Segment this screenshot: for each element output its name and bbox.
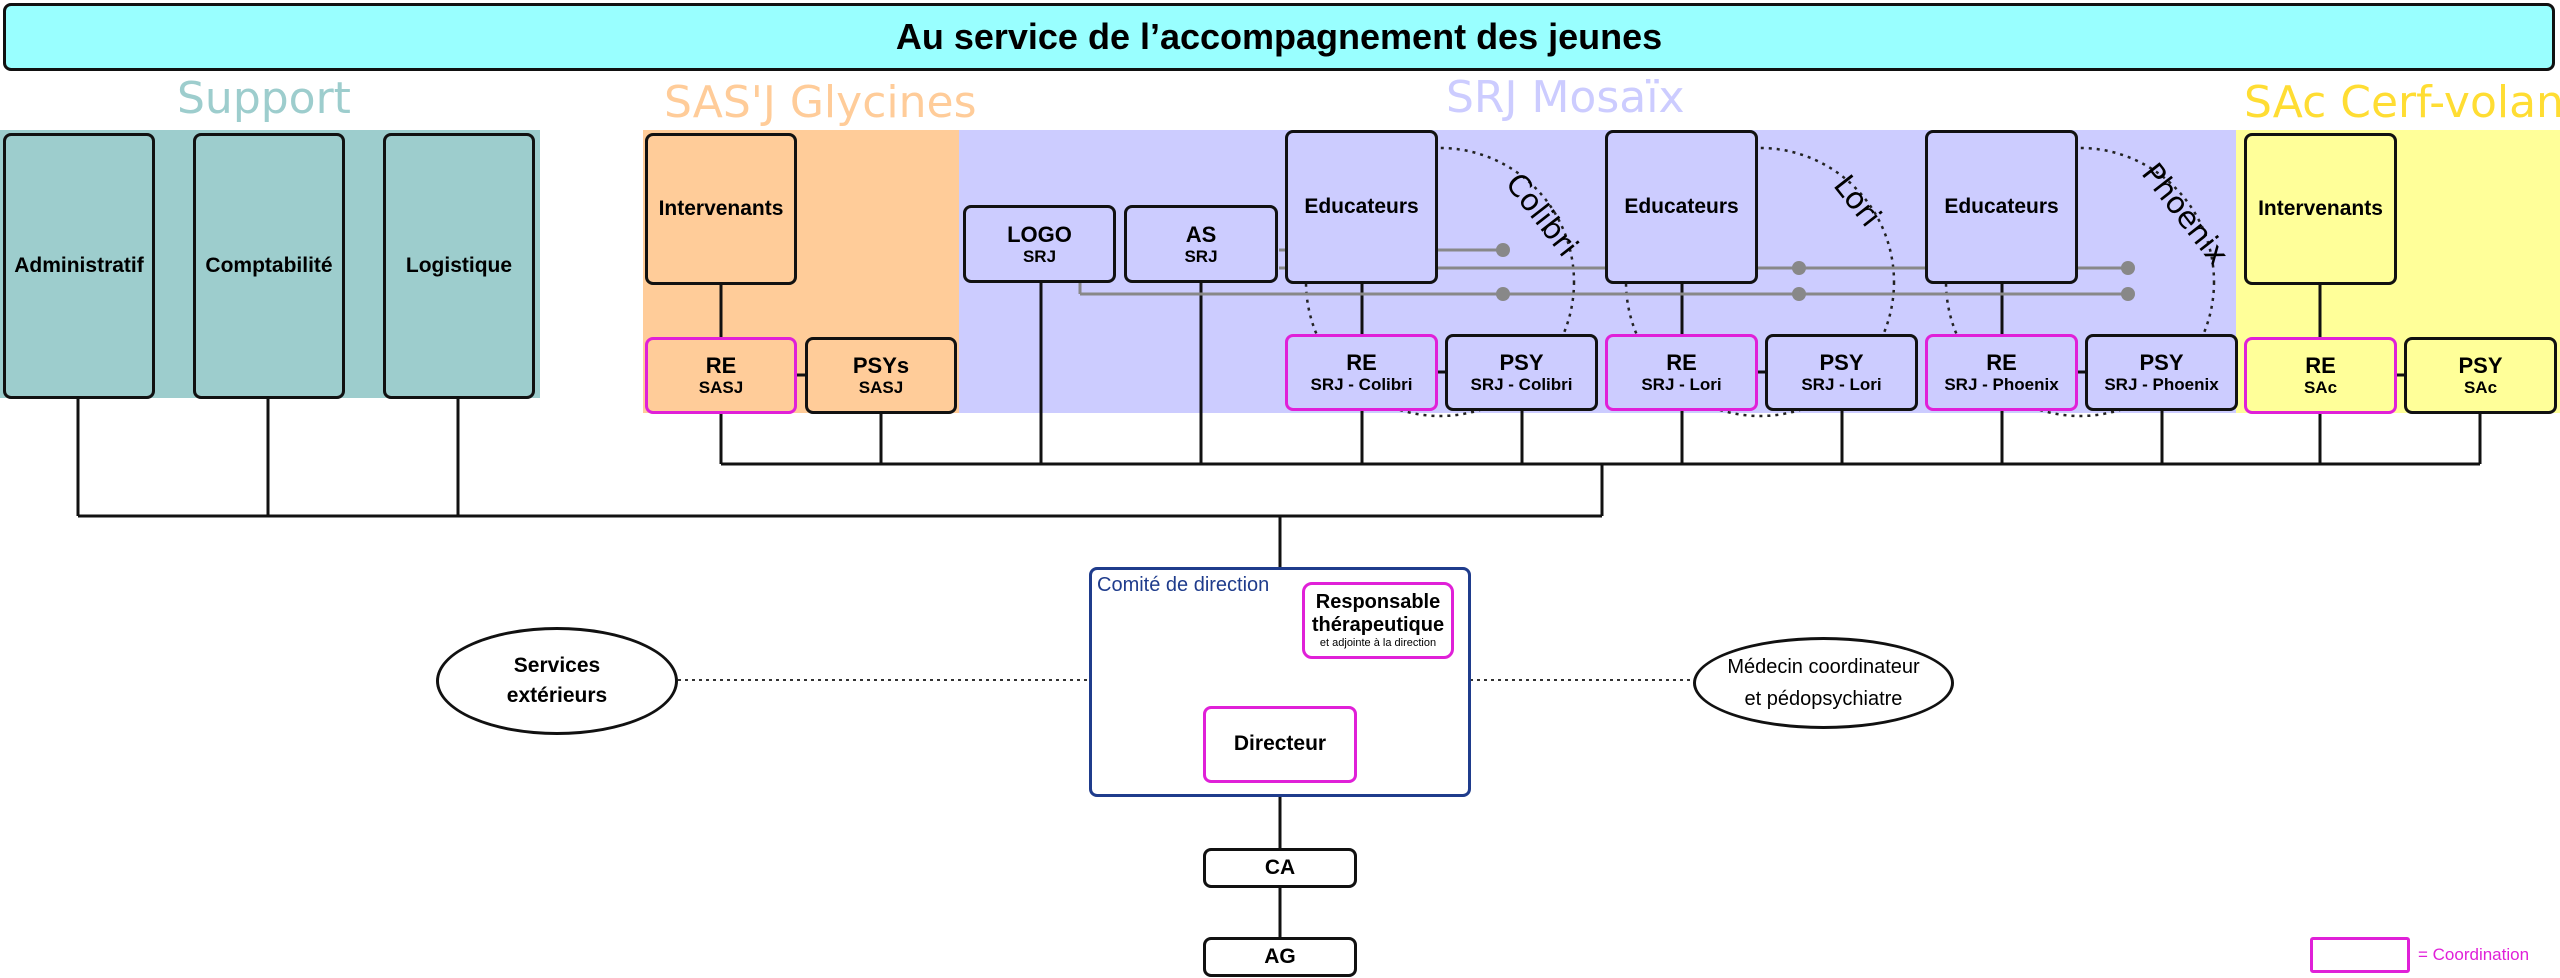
- colibri-educateurs-box: Educateurs: [1285, 130, 1438, 284]
- sac-psy-sub: SAc: [2463, 378, 2498, 398]
- services-exterieurs-label: Services extérieurs: [506, 653, 608, 707]
- phoenix-re-sub: SRJ - Phoenix: [1944, 375, 2059, 395]
- sac-intervenants-box: Intervenants: [2244, 133, 2397, 285]
- phoenix-educateurs-box: Educateurs: [1925, 130, 2078, 284]
- directeur-box: Directeur: [1203, 706, 1357, 783]
- colibri-educateurs-label: Educateurs: [1304, 194, 1419, 218]
- directeur-label: Directeur: [1233, 732, 1327, 756]
- ca-box: CA: [1203, 848, 1357, 888]
- medecin-oval: Médecin coordinateur et pédopsychiatre: [1693, 637, 1954, 729]
- srj-logo-title: LOGO: [1007, 221, 1072, 247]
- page-title: Au service de l’accompagnement des jeune…: [3, 3, 2555, 71]
- section-title-support: Support: [177, 73, 351, 124]
- responsable-therapeutique-sub: et adjointe à la direction: [1319, 637, 1437, 650]
- sasj-intervenants-box: Intervenants: [645, 133, 797, 285]
- legend: = Coordination: [2310, 935, 2529, 975]
- responsable-therapeutique-box: Responsable thérapeutique et adjointe à …: [1302, 582, 1454, 659]
- lori-educateurs-box: Educateurs: [1605, 130, 1758, 284]
- sasj-psy-sub: SASJ: [858, 378, 904, 398]
- phoenix-re-title: RE: [1986, 350, 2017, 376]
- services-exterieurs-oval: Services extérieurs: [436, 627, 678, 735]
- ag-label: AG: [1264, 944, 1296, 968]
- sasj-re-title: RE: [705, 353, 737, 379]
- srj-logo-sub: SRJ: [1022, 246, 1057, 266]
- sasj-intervenants-label: Intervenants: [658, 196, 784, 220]
- section-title-sac: SAc Cerf-volant: [2244, 77, 2560, 128]
- lori-educateurs-label: Educateurs: [1624, 194, 1739, 218]
- section-title-sasj: SAS'J Glycines: [664, 77, 977, 128]
- phoenix-psy-title: PSY: [2139, 350, 2184, 376]
- phoenix-educateurs-label: Educateurs: [1944, 194, 2059, 218]
- sac-re-sub: SAc: [2303, 378, 2338, 398]
- lori-re-sub: SRJ - Lori: [1641, 375, 1722, 395]
- comptabilite-label: Comptabilité: [205, 253, 333, 277]
- administratif-box: Administratif: [3, 133, 155, 399]
- sac-intervenants-label: Intervenants: [2258, 196, 2383, 220]
- sac-psy-title: PSY: [2458, 353, 2503, 379]
- logistique-box: Logistique: [383, 133, 535, 399]
- legend-coordination-swatch: [2310, 937, 2410, 973]
- sac-re-title: RE: [2305, 353, 2336, 379]
- comite-de-direction-label: Comité de direction: [1097, 574, 1270, 596]
- lori-psy-title: PSY: [1819, 350, 1864, 376]
- sasj-re-sub: SASJ: [698, 378, 744, 398]
- sasj-psy-title: PSYs: [852, 353, 910, 379]
- legend-coordination-label: = Coordination: [2418, 945, 2530, 964]
- lori-re-title: RE: [1666, 350, 1697, 376]
- administratif-label: Administratif: [14, 253, 144, 277]
- srj-as-sub: SRJ: [1184, 246, 1218, 266]
- comptabilite-box: Comptabilité: [193, 133, 345, 399]
- medecin-line1: Médecin coordinateur: [1727, 656, 1920, 678]
- section-title-srj: SRJ Mosaïx: [1446, 72, 1685, 123]
- srj-as-title: AS: [1185, 221, 1217, 247]
- lori-psy-sub: SRJ - Lori: [1801, 375, 1882, 395]
- colibri-psy-title: PSY: [1499, 350, 1544, 376]
- colibri-re-sub: SRJ - Colibri: [1310, 375, 1413, 395]
- medecin-line2: et pédopsychiatre: [1744, 688, 1903, 710]
- colibri-re-title: RE: [1346, 350, 1377, 376]
- ag-box: AG: [1203, 937, 1357, 977]
- responsable-therapeutique-label: Responsable thérapeutique: [1311, 591, 1445, 637]
- colibri-psy-sub: SRJ - Colibri: [1470, 375, 1573, 395]
- logistique-label: Logistique: [405, 253, 513, 277]
- phoenix-psy-sub: SRJ - Phoenix: [2104, 375, 2219, 395]
- ca-label: CA: [1264, 855, 1296, 879]
